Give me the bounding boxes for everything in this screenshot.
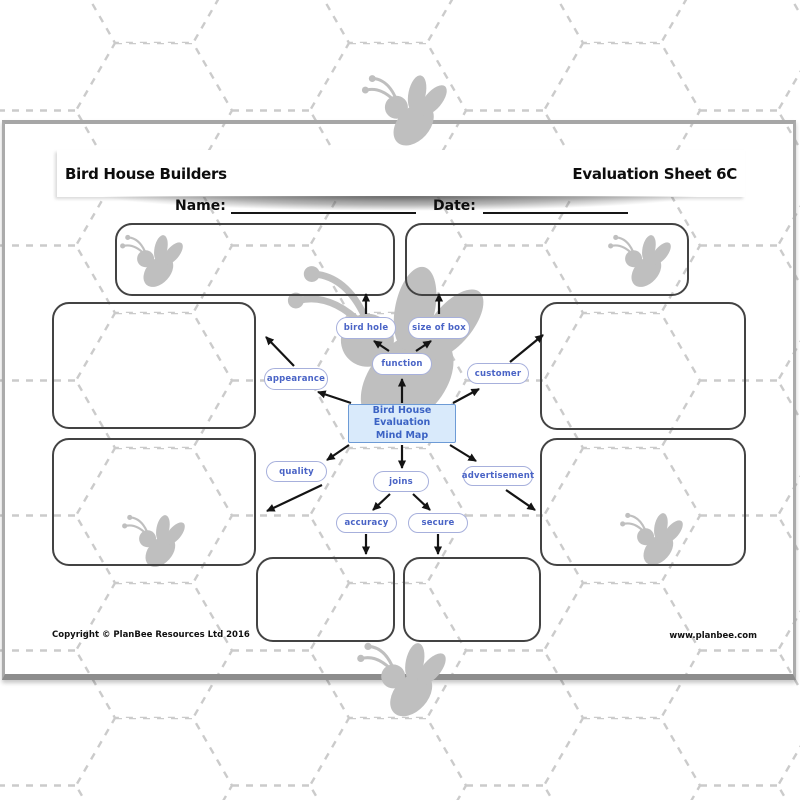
- answer-box-bottom-left: [256, 557, 395, 642]
- mindmap-node-appearance: appearance: [264, 368, 328, 390]
- date-line: [483, 212, 628, 214]
- mindmap-node-joins: joins: [373, 471, 429, 492]
- mindmap-center-node: Bird House Evaluation Mind Map: [348, 404, 456, 443]
- header-strip: Bird House Builders Evaluation Sheet 6C: [57, 150, 745, 197]
- mindmap-node-advertisement: advertisement: [462, 466, 534, 486]
- sheet-title: Evaluation Sheet 6C: [572, 164, 737, 183]
- answer-box-right-upper: [540, 302, 746, 430]
- answer-box-left-upper: [52, 302, 256, 429]
- header-shadow: [42, 196, 758, 213]
- name-line: [231, 212, 416, 214]
- mindmap-node-quality: quality: [266, 461, 327, 482]
- mindmap-node-accuracy: accuracy: [336, 513, 397, 533]
- course-title: Bird House Builders: [65, 164, 227, 183]
- center-node-line2: Mind Map: [375, 429, 429, 441]
- mindmap-node-bird-hole: bird hole: [336, 317, 396, 339]
- mindmap-node-function: function: [372, 353, 432, 375]
- mindmap-node-secure: secure: [408, 513, 468, 533]
- answer-box-left-lower: [52, 438, 256, 566]
- mindmap-node-customer: customer: [467, 363, 529, 384]
- answer-box-top-right: [405, 223, 689, 296]
- mindmap-node-size-of-box: size of box: [408, 317, 470, 339]
- copyright-text: Copyright © PlanBee Resources Ltd 2016: [52, 630, 250, 640]
- center-node-line1: Bird House Evaluation: [372, 404, 432, 429]
- answer-box-right-lower: [540, 438, 746, 566]
- website-text: www.planbee.com: [669, 631, 757, 641]
- answer-box-top-left: [115, 223, 395, 296]
- name-label: Name:: [175, 198, 226, 214]
- answer-box-bottom-right: [403, 557, 541, 642]
- date-label: Date:: [433, 198, 476, 214]
